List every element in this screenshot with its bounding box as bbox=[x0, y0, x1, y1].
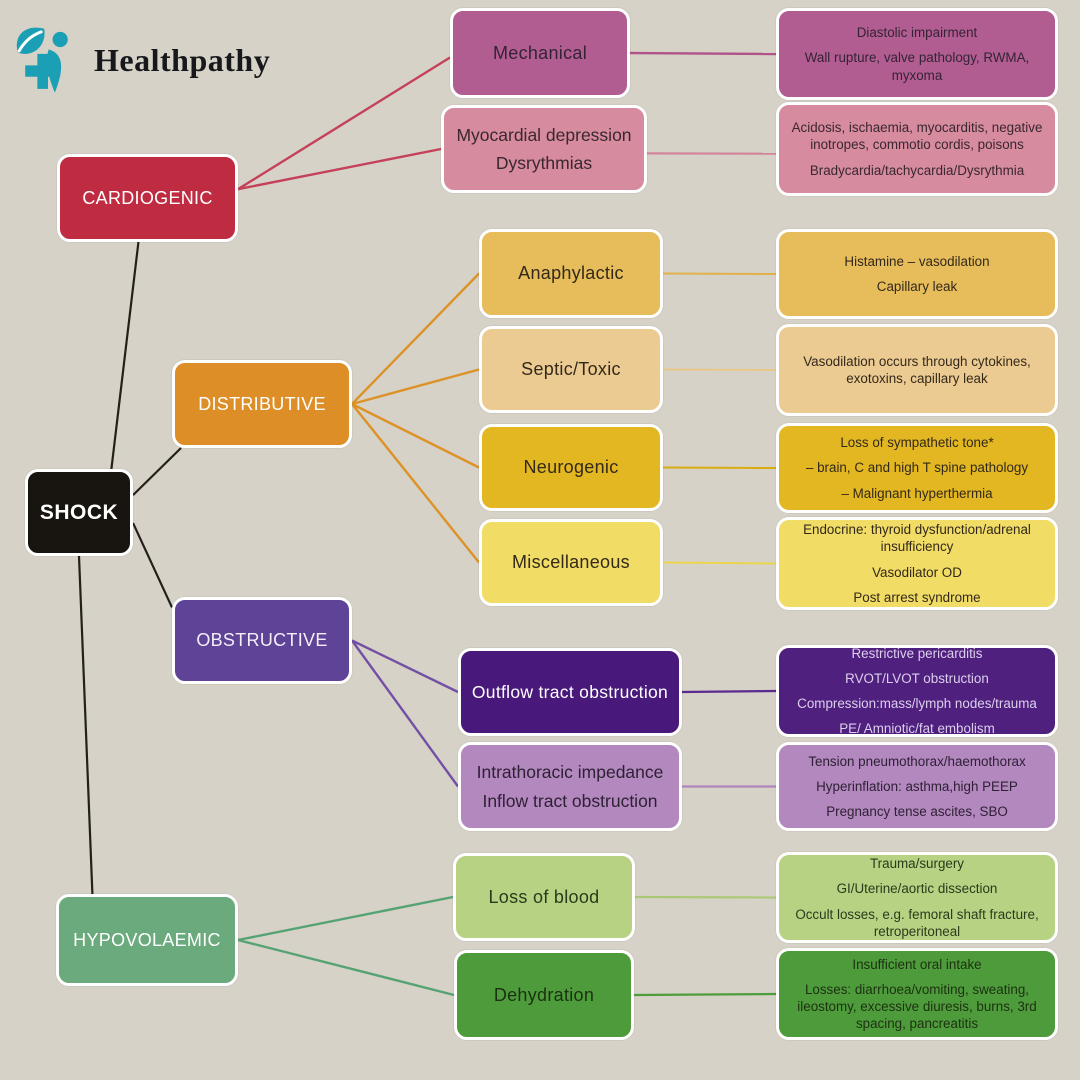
node-septic-toxic: Septic/Toxic bbox=[479, 326, 663, 413]
detail-text: Post arrest syndrome bbox=[853, 589, 981, 605]
node-septic-detail: Vasodilation occurs through cytokines, e… bbox=[776, 324, 1058, 416]
detail-text: Compression:mass/lymph nodes/trauma bbox=[797, 696, 1037, 711]
brand: Healthpathy bbox=[10, 22, 270, 98]
node-myocardial-detail: Acidosis, ischaemia, myocarditis, negati… bbox=[776, 102, 1058, 196]
detail-text: Trauma/surgery bbox=[869, 856, 964, 872]
node-hypovolaemic: HYPOVOLAEMIC bbox=[56, 894, 238, 986]
node-myocardial-label-line2: Dysrythmias bbox=[495, 153, 593, 173]
node-anaphylactic-label: Anaphylactic bbox=[518, 263, 624, 283]
detail-text: Losses: diarrhoea/vomiting, sweating, il… bbox=[797, 981, 1037, 1032]
node-miscellaneous-label: Miscellaneous bbox=[512, 552, 630, 572]
node-neurogenic: Neurogenic bbox=[479, 424, 663, 511]
node-shock: SHOCK bbox=[25, 469, 133, 556]
detail-text: – brain, C and high T spine pathology bbox=[805, 460, 1029, 476]
detail-text: Wall rupture, valve pathology, RWMA, myx… bbox=[804, 50, 1030, 83]
node-outflow-detail: Restrictive pericarditis RVOT/LVOT obstr… bbox=[776, 645, 1058, 737]
detail-text: Insufficient oral intake bbox=[852, 956, 982, 972]
detail-text: GI/Uterine/aortic dissection bbox=[836, 881, 998, 897]
detail-text: Vasodilation occurs through cytokines, e… bbox=[803, 353, 1031, 386]
node-miscellaneous: Miscellaneous bbox=[479, 519, 663, 606]
node-myocardial-depression: Myocardial depression Dysrythmias bbox=[441, 105, 647, 193]
node-shock-label: SHOCK bbox=[39, 500, 119, 524]
node-mechanical-detail: Diastolic impairment Wall rupture, valve… bbox=[776, 8, 1058, 100]
node-loss-of-blood: Loss of blood bbox=[453, 853, 635, 941]
node-dehydration-label: Dehydration bbox=[493, 984, 595, 1005]
node-miscellaneous-detail: Endocrine: thyroid dysfunction/adrenal i… bbox=[776, 517, 1058, 610]
detail-text: PE/ Amniotic/fat embolism bbox=[839, 721, 995, 737]
node-hypovolaemic-label: HYPOVOLAEMIC bbox=[73, 929, 221, 950]
node-outflow-obstruction: Outflow tract obstruction bbox=[458, 648, 682, 736]
node-intrathoracic-impedance: Intrathoracic impedance Inflow tract obs… bbox=[458, 742, 682, 831]
node-myocardial-label-line1: Myocardial depression bbox=[456, 124, 632, 145]
node-loss-of-blood-label: Loss of blood bbox=[488, 886, 600, 907]
detail-text: Tension pneumothorax/haemothorax bbox=[808, 753, 1026, 769]
detail-text: Capillary leak bbox=[876, 279, 958, 294]
node-neurogenic-label: Neurogenic bbox=[523, 457, 619, 477]
node-neurogenic-detail: Loss of sympathetic tone* – brain, C and… bbox=[776, 423, 1058, 513]
detail-text: Restrictive pericarditis bbox=[851, 645, 983, 661]
node-distributive: DISTRIBUTIVE bbox=[172, 360, 352, 448]
detail-text: Bradycardia/tachycardia/Dysrythmia bbox=[809, 162, 1025, 178]
detail-text: Diastolic impairment bbox=[856, 25, 978, 41]
detail-text: Histamine – vasodilation bbox=[844, 253, 990, 269]
detail-text: – Malignant hyperthermia bbox=[841, 485, 993, 501]
node-distributive-label: DISTRIBUTIVE bbox=[198, 393, 326, 414]
node-outflow-label: Outflow tract obstruction bbox=[471, 681, 669, 702]
detail-text: Vasodilator OD bbox=[872, 564, 962, 580]
node-mechanical-label: Mechanical bbox=[492, 42, 588, 63]
node-mechanical: Mechanical bbox=[450, 8, 630, 98]
detail-text: Acidosis, ischaemia, myocarditis, negati… bbox=[791, 120, 1043, 153]
detail-text: Occult losses, e.g. femoral shaft fractu… bbox=[795, 906, 1039, 939]
node-intrathoracic-label-line1: Intrathoracic impedance bbox=[476, 762, 664, 783]
detail-text: Endocrine: thyroid dysfunction/adrenal i… bbox=[803, 522, 1031, 555]
node-loss-of-blood-detail: Trauma/surgery GI/Uterine/aortic dissect… bbox=[776, 852, 1058, 943]
node-cardiogenic-label: CARDIOGENIC bbox=[82, 187, 213, 208]
detail-text: Pregnancy tense ascites, SBO bbox=[826, 804, 1008, 820]
node-obstructive-label: OBSTRUCTIVE bbox=[196, 630, 328, 650]
detail-text: Hyperinflation: asthma,high PEEP bbox=[816, 778, 1018, 794]
brand-name: Healthpathy bbox=[94, 41, 271, 78]
detail-text: Loss of sympathetic tone* bbox=[840, 435, 994, 451]
node-anaphylactic-detail: Histamine – vasodilation Capillary leak bbox=[776, 229, 1058, 319]
node-dehydration: Dehydration bbox=[454, 950, 634, 1040]
node-anaphylactic: Anaphylactic bbox=[479, 229, 663, 318]
node-obstructive: OBSTRUCTIVE bbox=[172, 597, 352, 684]
detail-text: RVOT/LVOT obstruction bbox=[845, 670, 989, 686]
healthpathy-logo-icon bbox=[16, 27, 68, 93]
node-septic-label: Septic/Toxic bbox=[521, 359, 621, 379]
node-intrathoracic-detail: Tension pneumothorax/haemothorax Hyperin… bbox=[776, 742, 1058, 831]
node-intrathoracic-label-line2: Inflow tract obstruction bbox=[482, 790, 658, 811]
node-cardiogenic: CARDIOGENIC bbox=[57, 154, 238, 242]
node-dehydration-detail: Insufficient oral intake Losses: diarrho… bbox=[776, 948, 1058, 1040]
